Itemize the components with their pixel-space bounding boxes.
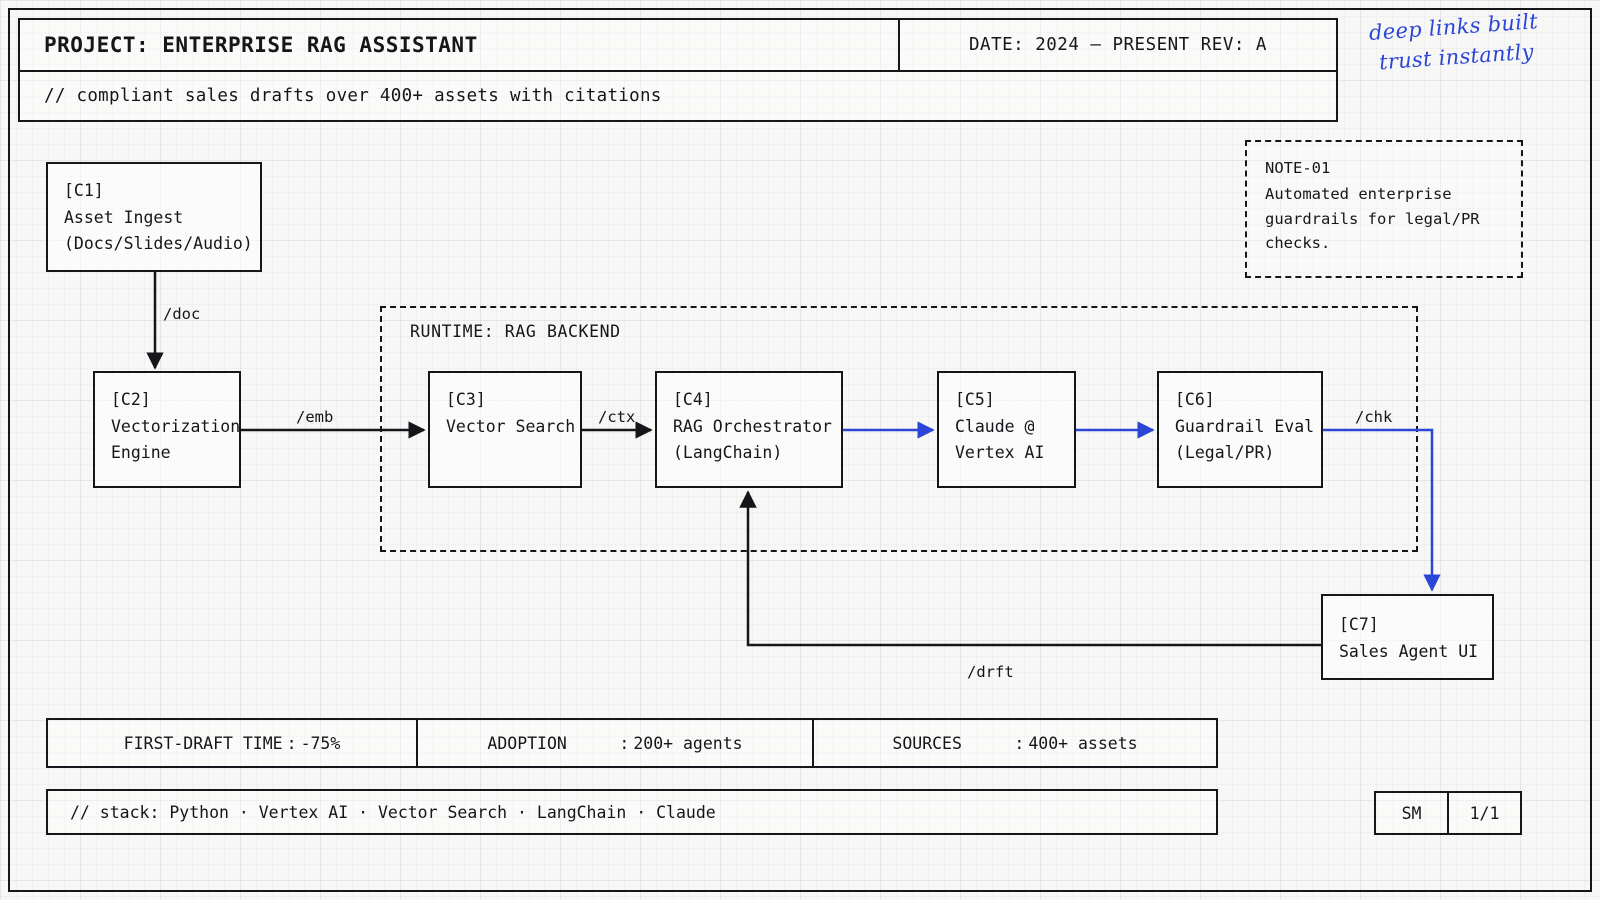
component-label-c6-line1: Guardrail Eval <box>1175 416 1315 436</box>
metric-value-1: 200+ agents <box>633 733 743 753</box>
edge-label-ctx: /ctx <box>598 408 636 426</box>
title-block: PROJECT: ENTERPRISE RAG ASSISTANT DATE: … <box>18 18 1338 122</box>
metric-value-0: -75% <box>300 733 341 753</box>
component-label-c2-line1: Vectorization <box>111 416 241 436</box>
component-id-c5: [C5] <box>955 390 995 409</box>
page-stamp: SM 1/1 <box>1374 791 1522 835</box>
edge-label-emb: /emb <box>296 408 334 426</box>
component-label-c7-line1: Sales Agent UI <box>1339 641 1479 661</box>
component-box-c5[interactable]: [C5] Claude @ Vertex AI <box>937 371 1076 488</box>
component-box-c4[interactable]: [C4] RAG Orchestrator (LangChain) <box>655 371 843 488</box>
component-label-c6-line2: (Legal/PR) <box>1175 443 1275 463</box>
component-label-c5-line1: Claude @ <box>955 416 1035 436</box>
runtime-boundary-label: RUNTIME: RAG BACKEND <box>410 322 621 341</box>
component-label-c1-line2: (Docs/Slides/Audio) <box>64 234 253 254</box>
stamp-page-number: 1/1 <box>1469 803 1500 823</box>
component-box-c7[interactable]: [C7] Sales Agent UI <box>1321 594 1494 680</box>
metric-key-2: SOURCES <box>892 733 962 753</box>
component-box-c1[interactable]: [C1] Asset Ingest (Docs/Slides/Audio) <box>46 162 262 272</box>
metric-key-1: ADOPTION <box>487 733 567 753</box>
note-line-1: Automated enterprise <box>1265 185 1452 204</box>
component-label-c4-line1: RAG Orchestrator <box>673 416 832 436</box>
metrics-bar: FIRST-DRAFT TIME : -75% ADOPTION : 200+ … <box>46 718 1218 768</box>
component-label-c4-line2: (LangChain) <box>673 443 783 463</box>
date-revision-field: DATE: 2024 — PRESENT REV: A <box>969 35 1267 55</box>
component-label-c3-line1: Vector Search <box>446 416 576 436</box>
edge-label-doc: /doc <box>163 305 201 323</box>
component-box-c3[interactable]: [C3] Vector Search <box>428 371 582 488</box>
component-id-c1: [C1] <box>64 181 104 200</box>
edge-label-drft: /drft <box>967 663 1014 681</box>
component-id-c7: [C7] <box>1339 615 1379 634</box>
metric-sources: SOURCES : 400+ assets <box>814 720 1216 766</box>
stamp-initials: SM <box>1376 793 1449 833</box>
metric-sep-2: : <box>1014 733 1025 753</box>
note-line-3: checks. <box>1265 234 1331 253</box>
note-id: NOTE-01 <box>1265 159 1331 177</box>
project-subtitle: // compliant sales drafts over 400+ asse… <box>44 86 662 106</box>
component-label-c1-line1: Asset Ingest <box>64 207 184 227</box>
note-box: NOTE-01 Automated enterprise guardrails … <box>1245 140 1523 278</box>
tech-stack-bar: // stack: Python · Vertex AI · Vector Se… <box>46 789 1218 835</box>
component-id-c6: [C6] <box>1175 390 1215 409</box>
note-line-2: guardrails for legal/PR <box>1265 209 1480 228</box>
edge-label-chk: /chk <box>1355 408 1393 426</box>
metric-key-0: FIRST-DRAFT TIME <box>123 733 283 753</box>
component-id-c3: [C3] <box>446 390 486 409</box>
metric-value-2: 400+ assets <box>1028 733 1138 753</box>
component-id-c2: [C2] <box>111 390 151 409</box>
sheet-border <box>8 8 1592 892</box>
metric-adoption: ADOPTION : 200+ agents <box>418 720 814 766</box>
metric-sep-1: : <box>619 733 630 753</box>
component-label-c5-line2: Vertex AI <box>955 443 1045 463</box>
component-id-c4: [C4] <box>673 390 713 409</box>
component-box-c6[interactable]: [C6] Guardrail Eval (Legal/PR) <box>1157 371 1323 488</box>
metric-first-draft-time: FIRST-DRAFT TIME : -75% <box>48 720 418 766</box>
title-row: PROJECT: ENTERPRISE RAG ASSISTANT DATE: … <box>20 20 1336 72</box>
component-box-c2[interactable]: [C2] Vectorization Engine <box>93 371 241 488</box>
metric-sep-0: : <box>286 733 297 753</box>
page-title: PROJECT: ENTERPRISE RAG ASSISTANT <box>20 20 900 70</box>
component-label-c2-line2: Engine <box>111 443 171 463</box>
